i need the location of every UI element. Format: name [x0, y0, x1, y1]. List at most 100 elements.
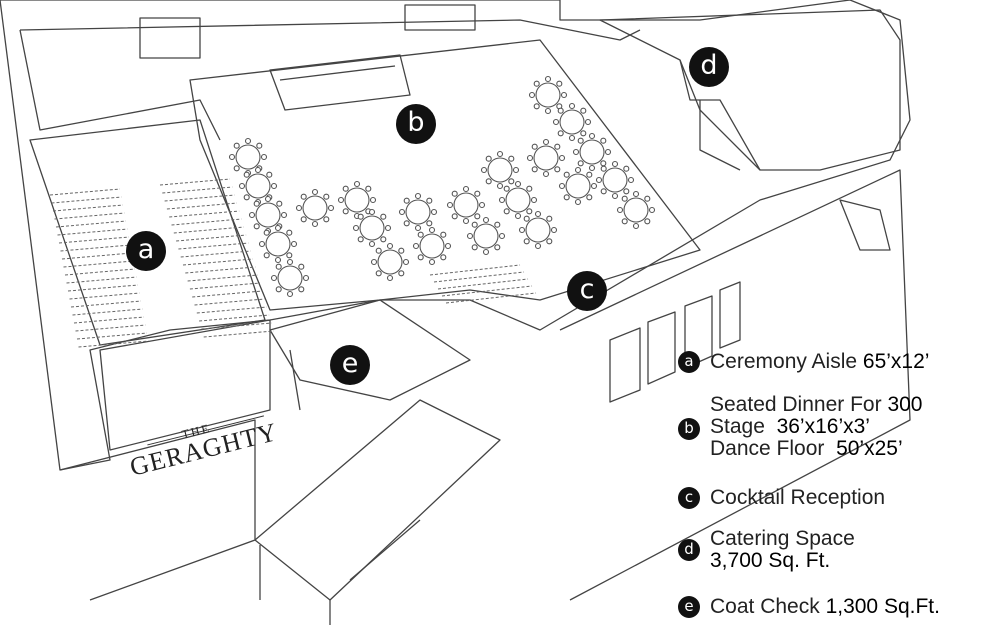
chair — [233, 165, 240, 172]
chair — [478, 201, 486, 209]
chair — [375, 270, 382, 277]
chair — [550, 226, 558, 234]
chair — [563, 171, 570, 178]
chair — [503, 185, 510, 192]
marker-b: b — [396, 104, 436, 144]
chair — [298, 286, 305, 293]
chair — [580, 107, 587, 114]
chair — [290, 240, 298, 248]
chair — [357, 236, 364, 243]
chair — [580, 130, 587, 137]
chair — [485, 155, 492, 162]
legend-badge-a: a — [678, 351, 700, 373]
ceremony-chair-row — [73, 316, 145, 324]
chair — [298, 263, 305, 270]
dinner-table — [377, 249, 403, 275]
chair — [482, 248, 490, 256]
chair — [542, 170, 550, 178]
chair — [233, 142, 240, 149]
ceremony-chair-row — [178, 242, 249, 250]
chair — [600, 160, 607, 167]
chair — [503, 208, 510, 215]
chair — [270, 182, 278, 190]
chair — [357, 213, 364, 220]
chair — [534, 210, 542, 218]
ceremony-chair-row — [54, 212, 125, 220]
chair — [508, 178, 515, 185]
chair — [263, 252, 270, 259]
chair — [485, 178, 492, 185]
legend-text: Coat Check 1,300 Sq.Ft. — [710, 595, 940, 618]
chair — [253, 200, 260, 207]
chair — [544, 75, 552, 83]
chair — [623, 165, 630, 172]
chair — [323, 193, 330, 200]
chair — [554, 143, 561, 150]
chair — [542, 138, 550, 146]
chair — [558, 182, 566, 190]
chair — [514, 180, 522, 188]
chair — [365, 185, 372, 192]
ceremony-chair-row — [182, 258, 254, 266]
ceremony-chair-row — [171, 218, 242, 226]
ceremony-chair-row — [173, 226, 244, 234]
chair — [494, 221, 501, 228]
chair — [528, 91, 536, 99]
legend-text: 3,700 Sq. Ft. — [710, 549, 831, 572]
ceremony-chair-row — [49, 188, 121, 196]
chair — [386, 242, 394, 250]
ceremony-chair-row — [67, 284, 139, 292]
chair — [426, 220, 433, 227]
chair — [523, 215, 530, 222]
chair — [531, 143, 538, 150]
ceremony-chair-row — [203, 330, 274, 338]
chair — [274, 224, 282, 232]
chair — [403, 220, 410, 227]
chair — [275, 286, 282, 293]
chair — [512, 166, 520, 174]
chair — [300, 193, 307, 200]
chair — [264, 195, 272, 203]
chair — [440, 231, 447, 238]
legend-item-b: b Seated Dinner For 300 Stage 36’x16’x3’… — [678, 394, 922, 460]
legend-item-a: a Ceremony Aisle 65’x12’ — [678, 351, 929, 373]
chair — [480, 166, 488, 174]
chair — [417, 254, 424, 261]
chair — [496, 150, 504, 158]
ceremony-chair-row — [78, 340, 149, 348]
chair — [256, 142, 263, 149]
legend-badge-c: c — [678, 487, 700, 509]
chair — [353, 180, 361, 188]
chair — [263, 229, 270, 236]
dinner-table — [623, 197, 649, 223]
ceremony-chair-row — [58, 236, 130, 244]
legend-text: Seated Dinner For 300 — [710, 393, 923, 416]
chair — [369, 196, 377, 204]
chair — [523, 238, 530, 245]
chair — [471, 221, 478, 228]
chair — [534, 242, 542, 250]
chair — [327, 204, 335, 212]
legend-item-e: e Coat Check 1,300 Sq.Ft. — [678, 596, 940, 618]
chair — [560, 91, 568, 99]
chair — [496, 182, 504, 190]
ceremony-chair-row — [429, 264, 521, 276]
chair — [412, 242, 420, 250]
marker-e: e — [330, 345, 370, 385]
ceremony-chair-row — [52, 204, 124, 212]
chair — [270, 274, 278, 282]
stage-outline — [269, 54, 411, 111]
chair — [462, 185, 470, 193]
chair — [275, 263, 282, 270]
legend-item-d: d Catering Space 3,700 Sq. Ft. — [678, 528, 855, 572]
chair — [557, 107, 564, 114]
ceremony-chair-row — [63, 260, 134, 268]
ceremony-chair-row — [60, 244, 131, 252]
ceremony-chair-row — [61, 252, 133, 260]
chair — [600, 165, 607, 172]
chair — [554, 166, 561, 173]
coat-check-outline — [269, 299, 471, 401]
dinner-table — [533, 145, 559, 171]
chair — [611, 192, 619, 200]
